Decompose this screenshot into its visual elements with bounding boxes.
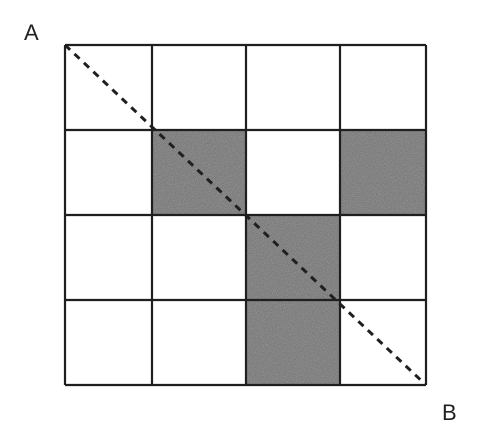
diagonal-path-layer: [63, 43, 428, 387]
shaded-cell-texture: [340, 130, 426, 215]
corner-label-a: A: [24, 20, 39, 45]
shaded-cells-layer: [152, 130, 426, 385]
corner-label-b: B: [442, 400, 457, 425]
grid-lines-layer: [63, 43, 428, 387]
shaded-cell-texture: [246, 215, 340, 300]
shaded-cell-texture: [246, 300, 340, 385]
diagonal-dashed-path: [63, 43, 428, 387]
